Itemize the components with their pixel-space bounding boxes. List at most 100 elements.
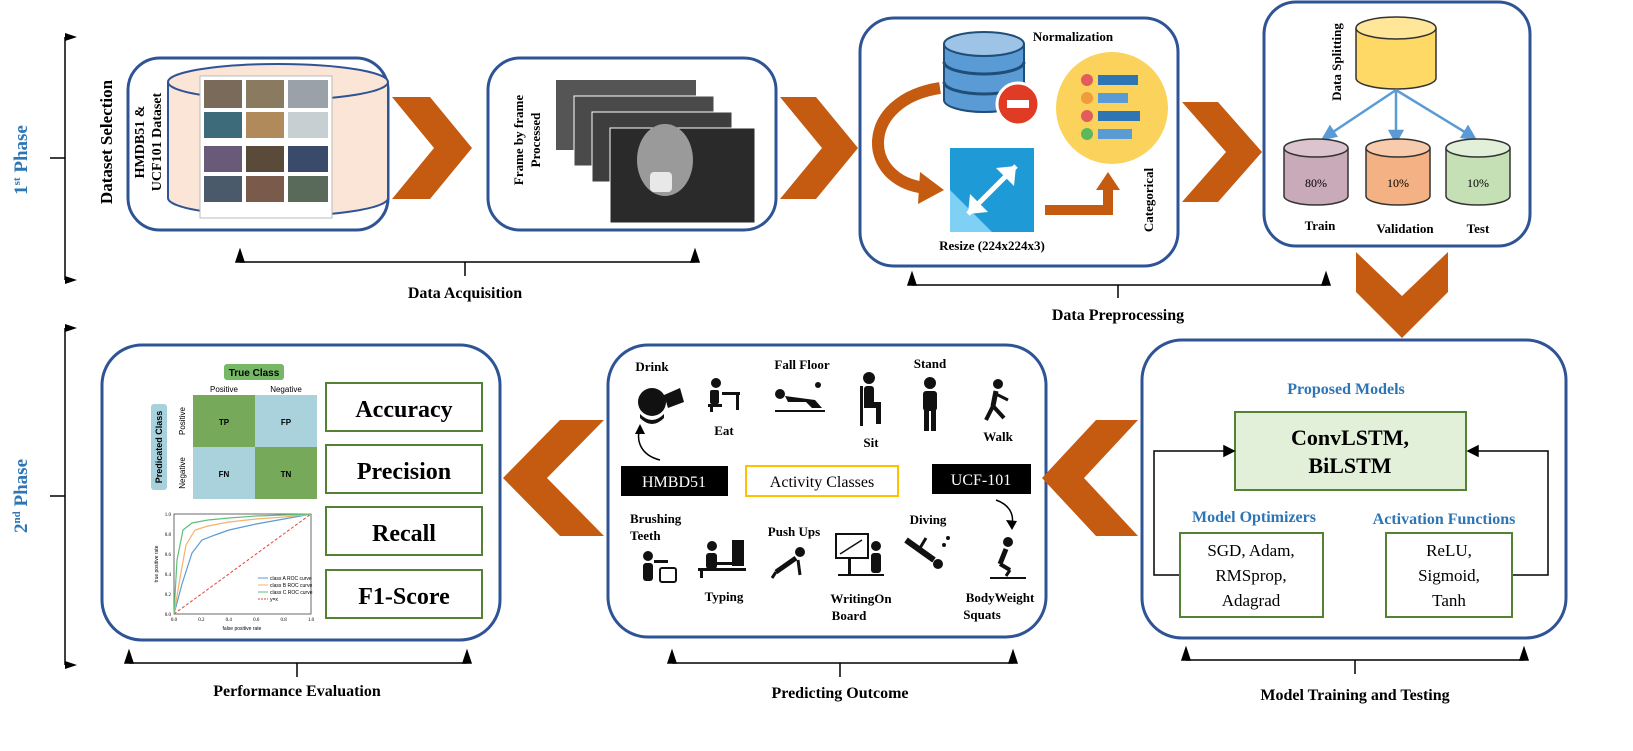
activation-item: Tanh: [1432, 591, 1466, 610]
dataset-video-thumbnails: [199, 75, 333, 219]
activity-brushing-label-1: Brushing: [630, 511, 682, 526]
frames-line1: Frame by frame: [511, 95, 526, 185]
recall-label: Recall: [372, 521, 436, 547]
test-cylinder: [1445, 138, 1511, 206]
tn-cell: TN: [281, 470, 292, 479]
preprocessing-bracket: [906, 270, 1332, 298]
activity-squats-label-1: BodyWeight: [966, 590, 1035, 605]
activity-eat-label: Eat: [714, 423, 734, 438]
legend-class-a: class A ROC curve: [270, 576, 312, 582]
phase-2-label: 2nd Phase: [11, 459, 32, 533]
predicting-bracket: [666, 648, 1019, 677]
activity-squats-label-2: Squats: [963, 607, 1001, 622]
dataset-line1: HMDB51 &: [133, 106, 148, 179]
roc-legend: class A ROC curve class B ROC curve clas…: [258, 576, 313, 603]
split-source-cylinder: [1355, 16, 1437, 90]
brushing-teeth-icon: [643, 551, 677, 583]
confusion-matrix: True Class Positive Negative Predicated …: [151, 364, 317, 499]
walk-icon: [984, 379, 1009, 421]
optimizers-title: Model Optimizers: [1192, 509, 1316, 526]
activity-classes-label: Activity Classes: [770, 474, 874, 491]
train-cylinder: [1283, 138, 1349, 206]
roc-ylabel: true positive rate: [154, 545, 160, 582]
train-label: Train: [1305, 218, 1337, 233]
proposed-models-box: [1234, 411, 1467, 491]
chevron-arrow-1: [392, 97, 472, 199]
resize-label: Resize (224x224x3): [939, 238, 1045, 253]
recall-box: [325, 506, 483, 556]
roc-ytick-label: 0.6: [165, 553, 172, 558]
hmdb-tag-label: HMBD51: [642, 474, 706, 491]
dataset-title: Dataset Selection: [97, 79, 116, 204]
negative-col-label: Negative: [270, 385, 302, 394]
categorical-list-icon: [1056, 52, 1168, 164]
squats-icon: [990, 537, 1026, 579]
legend-class-c: class C ROC curve: [270, 590, 313, 596]
writing-board-icon: [835, 533, 884, 576]
proposed-models-title: Proposed Models: [1287, 381, 1404, 398]
f1-score-label: F1-Score: [358, 584, 450, 610]
metric-boxes: Accuracy Precision Recall F1-Score: [325, 382, 483, 619]
typing-icon: [698, 540, 746, 578]
roc-ytick-label: 0.0: [165, 613, 172, 618]
curved-arrow: [872, 82, 944, 204]
frame-stack-images: [556, 80, 756, 224]
elbow-arrow: [1045, 172, 1120, 215]
activity-writing-label-2: Board: [832, 608, 867, 623]
roc-curve-class-a: [173, 513, 312, 615]
negative-row-label: Negative: [178, 457, 187, 489]
activation-item: Sigmoid,: [1418, 566, 1480, 585]
preprocessing-label: Data Preprocessing: [1052, 307, 1184, 324]
accuracy-label: Accuracy: [355, 397, 452, 423]
diagonal-reference: [173, 513, 312, 615]
eat-icon: [708, 378, 740, 412]
legend-yx: y=x: [270, 597, 278, 603]
phase-1-label: 1st Phase: [11, 125, 32, 195]
chevron-arrow-down: [1356, 252, 1448, 338]
roc-xtick-label: 0.6: [253, 618, 260, 623]
chevron-arrow-left-2: [503, 420, 604, 536]
splitting-title: Data Splitting: [1329, 23, 1344, 101]
training-bracket: [1180, 645, 1530, 674]
performance-label: Performance Evaluation: [213, 683, 381, 700]
validation-cylinder: [1365, 138, 1431, 206]
phase-1-bracket: [50, 33, 77, 284]
activations-box: [1385, 532, 1513, 618]
legend-class-b: class B ROC curve: [270, 583, 312, 589]
activity-stand-label: Stand: [914, 356, 947, 371]
optimizer-item: SGD, Adam,: [1207, 541, 1294, 560]
roc-ytick-label: 0.4: [165, 573, 172, 578]
curved-hint-arrowhead: [635, 424, 645, 434]
test-pct: 10%: [1467, 176, 1489, 190]
activity-fall-label: Fall Floor: [774, 357, 829, 372]
activity-diving-label: Diving: [910, 512, 947, 527]
positive-row-label: Positive: [178, 406, 187, 435]
positive-col-label: Positive: [210, 385, 239, 394]
resize-icon: [950, 148, 1034, 232]
activity-typing-label: Typing: [705, 589, 744, 604]
activity-writing-label-1: WritingOn: [830, 591, 892, 606]
tp-cell: TP: [219, 418, 230, 427]
proposed-models-line1: ConvLSTM,: [1291, 425, 1409, 450]
roc-curve-class-c: [173, 513, 312, 615]
performance-bracket: [123, 648, 473, 677]
roc-xtick-label: 0.2: [198, 618, 205, 623]
roc-curve-class-b: [173, 513, 312, 615]
predicted-class-label: Predicated Class: [154, 411, 164, 484]
phase-2-bracket: [50, 324, 77, 669]
activity-sit-label: Sit: [863, 435, 879, 450]
roc-xtick-label: 0.8: [280, 618, 287, 623]
activation-item: ReLU,: [1426, 541, 1472, 560]
push-ups-icon: [770, 547, 805, 579]
activations-title: Activation Functions: [1373, 511, 1516, 528]
acquisition-label: Data Acquisition: [408, 285, 522, 302]
chevron-arrow-2: [780, 97, 858, 199]
roc-xtick-label: 0.4: [226, 618, 233, 623]
training-label: Model Training and Testing: [1260, 687, 1449, 704]
activation-feedback-arrow: [1466, 444, 1549, 576]
frames-line2: Processed: [528, 112, 543, 167]
split-arrows: [1320, 88, 1478, 145]
